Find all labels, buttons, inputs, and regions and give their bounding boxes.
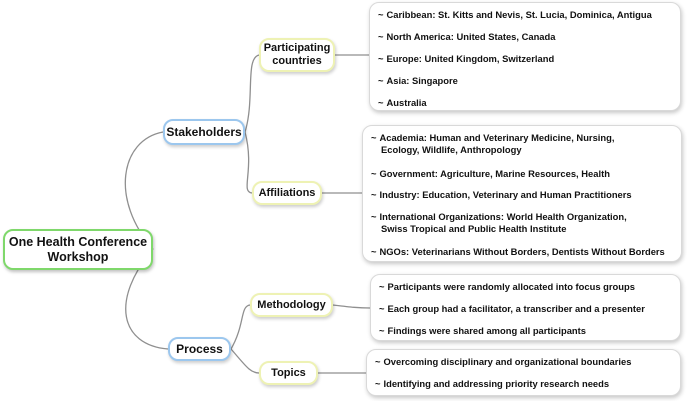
list-item: ~Findings were shared among all particip…	[379, 325, 586, 336]
list-item: ~Academia: Human and Veterinary Medicine…	[371, 132, 615, 155]
stakeholders-label: Stakeholders	[166, 125, 242, 139]
root-node: One Health Conference Workshop	[3, 229, 153, 270]
methodology-node: Methodology	[250, 293, 333, 317]
topics-label: Topics	[271, 366, 306, 379]
topics-node: Topics	[259, 361, 318, 385]
list-item: ~Caribbean: St. Kitts and Nevis, St. Luc…	[378, 9, 652, 20]
list-item: ~Australia	[378, 97, 427, 108]
stakeholders-node: Stakeholders	[163, 119, 245, 145]
participating-countries-node: Participating countries	[259, 38, 335, 72]
list-item: ~Each group had a facilitator, a transcr…	[379, 303, 645, 314]
list-item: ~Government: Agriculture, Marine Resourc…	[371, 168, 610, 179]
participating-label-line2: countries	[272, 55, 322, 67]
affiliations-label: Affiliations	[258, 186, 316, 199]
list-item: ~Participants were randomly allocated in…	[379, 281, 635, 292]
methodology-label: Methodology	[257, 298, 326, 311]
root-title-line1: One Health Conference	[8, 234, 148, 249]
affiliations-node: Affiliations	[252, 181, 322, 205]
list-item: ~Identifying and addressing priority res…	[375, 378, 610, 389]
connector-process-topics	[230, 348, 260, 374]
connector-process-methodology	[230, 304, 251, 350]
list-item: ~NGOs: Veterinarians Without Borders, De…	[371, 246, 665, 257]
list-item: ~International Organizations: World Heal…	[371, 211, 627, 234]
process-node: Process	[168, 337, 231, 361]
connector-stakeholders-affiliations	[244, 131, 253, 194]
list-item: ~Overcoming disciplinary and organizatio…	[375, 356, 632, 367]
methodology-list: ~Participants were randomly allocated in…	[370, 274, 681, 341]
participating-countries-list: ~Caribbean: St. Kitts and Nevis, St. Luc…	[369, 2, 681, 111]
list-item: ~Europe: United Kingdom, Switzerland	[378, 53, 555, 64]
list-item: ~North America: United States, Canada	[378, 31, 556, 42]
affiliations-list: ~Academia: Human and Veterinary Medicine…	[362, 125, 682, 262]
root-title-line2: Workshop	[47, 249, 109, 264]
list-item: ~Industry: Education, Veterinary and Hum…	[371, 189, 632, 200]
participating-label-line1: Participating	[263, 42, 331, 54]
list-item: ~Asia: Singapore	[378, 75, 458, 86]
process-label: Process	[176, 342, 223, 356]
connector-methodology-box	[332, 304, 371, 309]
topics-list: ~Overcoming disciplinary and organizatio…	[366, 349, 681, 396]
connector-stakeholders-participating	[244, 54, 260, 133]
